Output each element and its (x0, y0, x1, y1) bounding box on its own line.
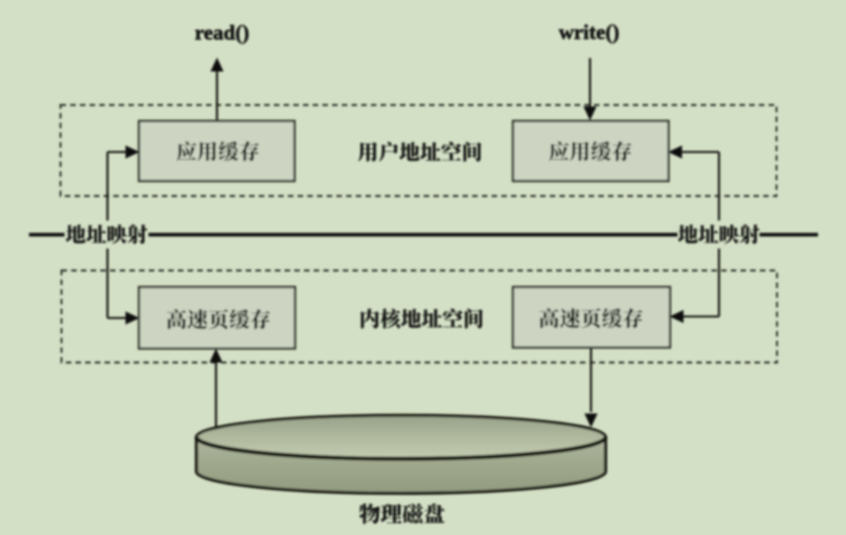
svg-text:write(): write() (559, 20, 620, 44)
svg-text:read(): read() (195, 21, 249, 45)
